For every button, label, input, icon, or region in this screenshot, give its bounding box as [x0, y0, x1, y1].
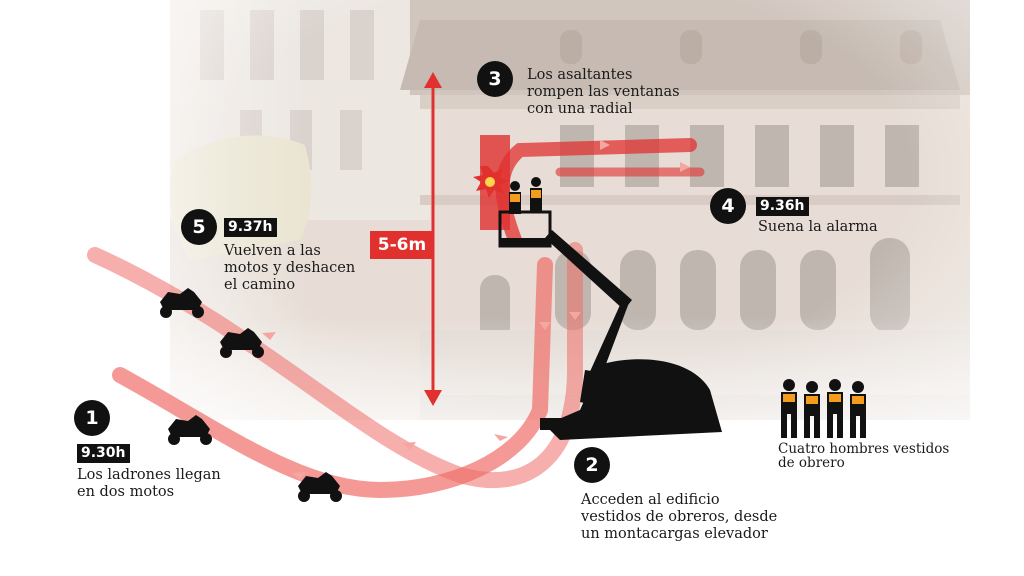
motorcycle-icon [160, 288, 204, 318]
workers-caption: Cuatro hombres vestidos de obrero [778, 441, 950, 471]
step-1-time: 9.30h [77, 444, 130, 463]
step-2-text: Acceden al edificio vestidos de obreros,… [581, 492, 778, 542]
step-1-text: Los ladrones llegan en dos motos [77, 467, 221, 500]
lift-icon [498, 210, 722, 440]
worker-icon [781, 379, 797, 438]
step-3-text: Los asaltantes rompen las ventanas con u… [527, 67, 680, 117]
step-4-time: 9.36h [756, 197, 809, 216]
height-label: 5-6m [370, 231, 434, 259]
step-2-number: 2 [574, 447, 610, 483]
step-4-text: Suena la alarma [758, 219, 878, 235]
worker-icon [827, 379, 843, 438]
worker-icon [804, 381, 820, 438]
step-3-number: 3 [477, 61, 513, 97]
motorcycle-icon [168, 415, 212, 445]
motorcycle-icon [298, 472, 342, 502]
step-1-number: 1 [74, 400, 110, 436]
step-4-number: 4 [710, 188, 746, 224]
motorcycle-icon [220, 328, 264, 358]
worker-icon [850, 381, 866, 438]
step-5-time: 9.37h [224, 218, 277, 237]
worker-icon [509, 177, 542, 214]
explosion-icon [473, 166, 510, 198]
step-5-text: Vuelven a las motos y deshacen el camino [224, 243, 356, 293]
step-5-number: 5 [181, 209, 217, 245]
workers-group [781, 379, 866, 438]
